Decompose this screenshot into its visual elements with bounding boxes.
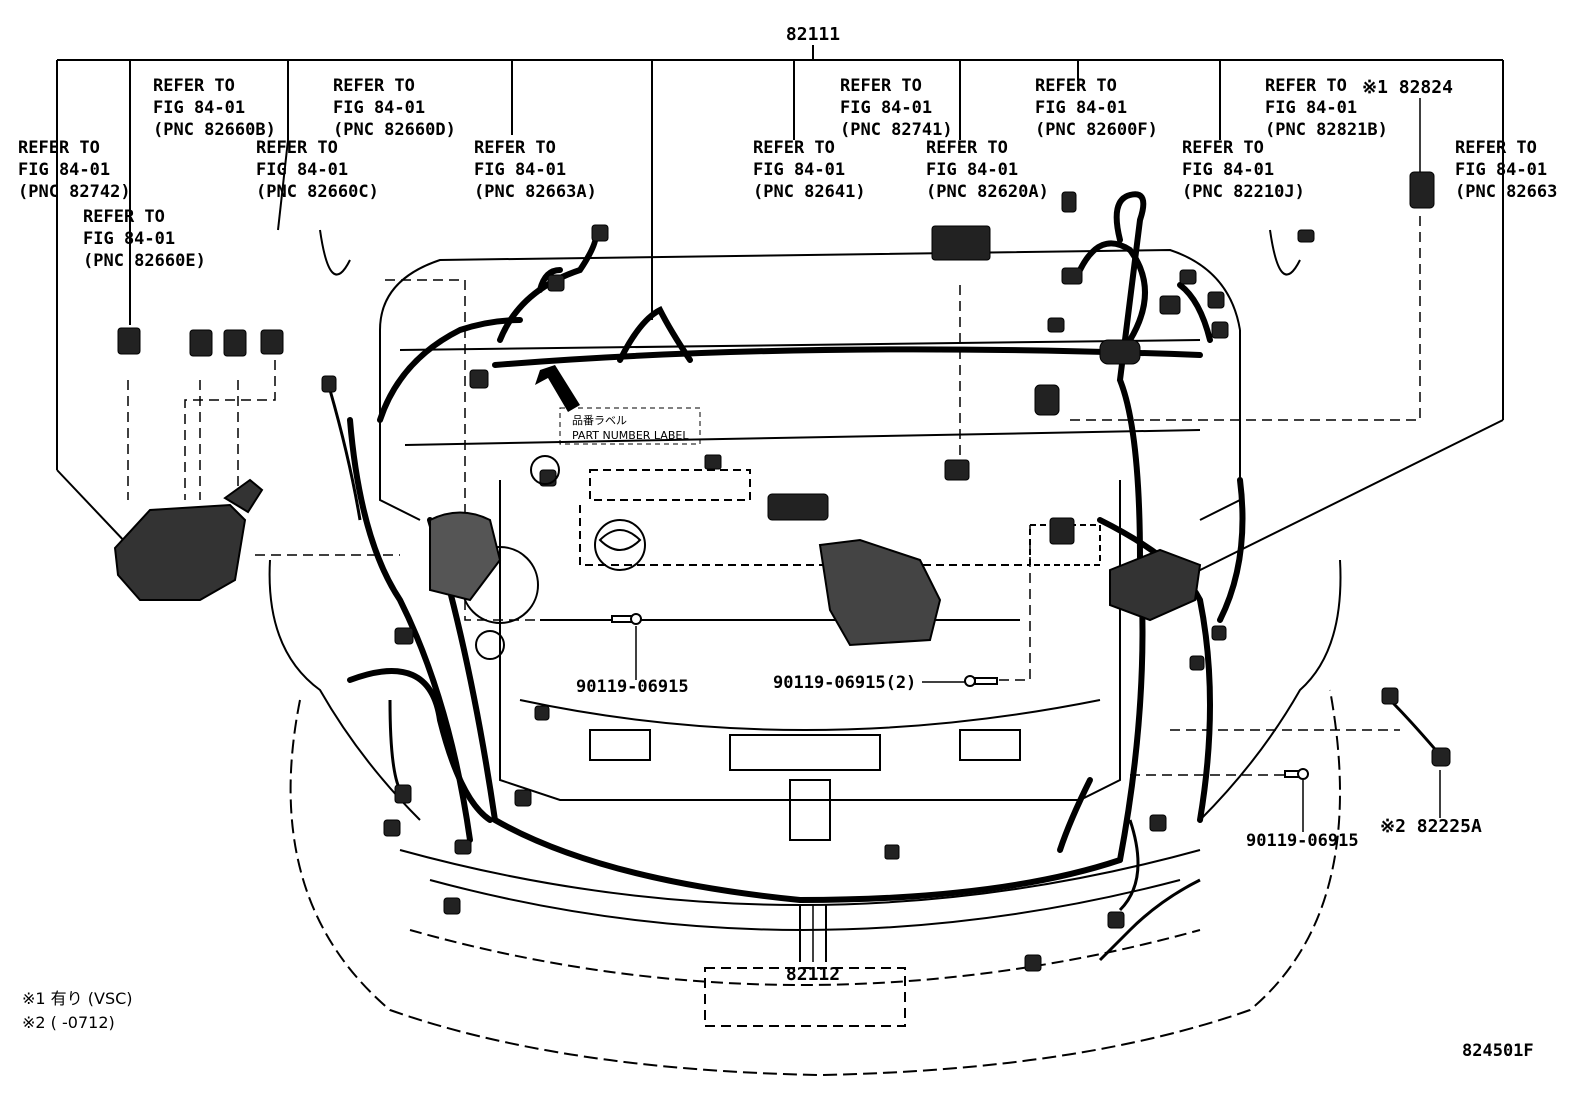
refer-label-line: (PNC 82821B)	[1265, 120, 1388, 140]
refer-label-line: (PNC 82663A)	[474, 182, 597, 202]
bolt-label-right: 90119-06915	[1246, 831, 1359, 851]
refer-label-line: (PNC 82210J)	[1182, 182, 1305, 202]
harness-wires	[347, 191, 1246, 904]
bolt-label-left: 90119-06915	[576, 677, 689, 697]
refer-label-line: REFER TO	[1265, 76, 1347, 96]
refer-label-82210j: REFER TO FIG 84-01 (PNC 82210J)	[1182, 138, 1305, 202]
refer-label-82821b: REFER TO FIG 84-01 (PNC 82821B)	[1265, 76, 1388, 140]
refer-label-line: REFER TO	[18, 138, 100, 158]
refer-label-line: FIG 84-01	[256, 160, 348, 180]
bolt-icons	[611, 613, 1309, 780]
marked-part-82824: ※1 82824	[1362, 77, 1453, 98]
bolt-leaders	[635, 98, 1441, 962]
battery-area	[429, 455, 560, 660]
refer-label-line: FIG 84-01	[926, 160, 1018, 180]
refer-label-line: REFER TO	[1035, 76, 1117, 96]
refer-label-line: REFER TO	[256, 138, 338, 158]
refer-label-line: (PNC 82600F)	[1035, 120, 1158, 140]
figure-id: 824501F	[1462, 1041, 1534, 1061]
refer-label-82660d: REFER TO FIG 84-01 (PNC 82660D)	[333, 76, 456, 140]
refer-label-line: FIG 84-01	[18, 160, 110, 180]
refer-label-82663a: REFER TO FIG 84-01 (PNC 82663A)	[474, 138, 597, 202]
engine-fuse-block	[818, 538, 942, 647]
refer-label-82741: REFER TO FIG 84-01 (PNC 82741)	[840, 76, 953, 140]
refer-label-82600f: REFER TO FIG 84-01 (PNC 82600F)	[1035, 76, 1158, 140]
refer-label-line: (PNC 82741)	[840, 120, 953, 140]
refer-label-line: FIG 84-01	[1265, 98, 1357, 118]
refer-label-line: REFER TO	[83, 207, 165, 227]
refer-label-line: REFER TO	[1182, 138, 1264, 158]
refer-label-line: (PNC 82660E)	[83, 251, 206, 271]
connectors	[117, 171, 1451, 972]
refer-label-82660e: REFER TO FIG 84-01 (PNC 82660E)	[83, 207, 206, 271]
refer-label-line: (PNC 82660C)	[256, 182, 379, 202]
refer-label-line: (PNC 82663	[1455, 182, 1557, 202]
bolt-label-center: 90119-06915(2)	[773, 673, 916, 693]
refer-label-line: REFER TO	[840, 76, 922, 96]
refer-label-line: FIG 84-01	[474, 160, 566, 180]
refer-label-line: REFER TO	[926, 138, 1008, 158]
refer-label-line: FIG 84-01	[840, 98, 932, 118]
refer-label-line: FIG 84-01	[1455, 160, 1547, 180]
refer-label-82663: REFER TO FIG 84-01 (PNC 82663	[1455, 138, 1557, 202]
refer-label-line: REFER TO	[153, 76, 235, 96]
refer-label-line: FIG 84-01	[1035, 98, 1127, 118]
vehicle-body-outline	[268, 229, 1342, 1077]
footnote-1: ※1 有り (VSC)	[22, 989, 133, 1008]
refer-label-line: FIG 84-01	[753, 160, 845, 180]
front-harness-part-number: 82112	[786, 964, 840, 985]
part-number-label-arrow	[535, 365, 701, 445]
main-harness-leader	[56, 45, 1504, 581]
main-harness-part-number: 82111	[786, 24, 840, 45]
refer-label-line: (PNC 82660D)	[333, 120, 456, 140]
refer-label-line: REFER TO	[753, 138, 835, 158]
refer-label-line: REFER TO	[333, 76, 415, 96]
part-number-label-en: PART NUMBER LABEL	[572, 429, 689, 442]
refer-label-82660b: REFER TO FIG 84-01 (PNC 82660B)	[153, 76, 276, 140]
refer-label-line: FIG 84-01	[153, 98, 245, 118]
refer-label-82620a: REFER TO FIG 84-01 (PNC 82620A)	[926, 138, 1049, 202]
part-number-label-jp: 品番ラベル	[572, 414, 627, 427]
refer-label-line: (PNC 82620A)	[926, 182, 1049, 202]
refer-label-82660c: REFER TO FIG 84-01 (PNC 82660C)	[256, 138, 379, 202]
refer-label-line: FIG 84-01	[333, 98, 425, 118]
refer-label-line: (PNC 82660B)	[153, 120, 276, 140]
refer-label-82641: REFER TO FIG 84-01 (PNC 82641)	[753, 138, 866, 202]
refer-label-line: REFER TO	[1455, 138, 1537, 158]
dashed-leaders	[127, 210, 1421, 776]
refer-label-line: (PNC 82641)	[753, 182, 866, 202]
refer-label-line: FIG 84-01	[1182, 160, 1274, 180]
footnote-2: ※2 ( -0712)	[22, 1013, 115, 1032]
ecu-block	[1109, 548, 1202, 622]
refer-label-82742: REFER TO FIG 84-01 (PNC 82742)	[18, 138, 131, 202]
refer-label-line: REFER TO	[474, 138, 556, 158]
relay-block	[113, 478, 264, 601]
marked-part-82225a: ※2 82225A	[1380, 816, 1482, 837]
front-harness-leader	[799, 905, 827, 962]
refer-label-line: FIG 84-01	[83, 229, 175, 249]
refer-label-line: (PNC 82742)	[18, 182, 131, 202]
